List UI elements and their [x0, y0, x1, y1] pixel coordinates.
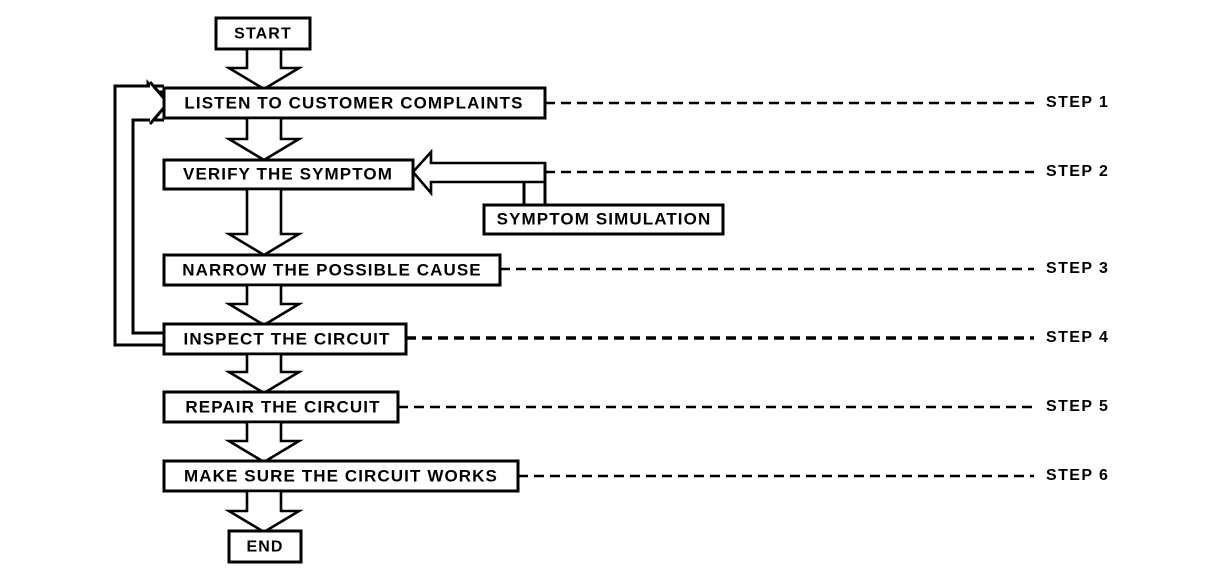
step-label-6: STEP 6: [1046, 467, 1109, 484]
block-arrow-repair-to-confirm: [224, 420, 304, 464]
block-arrow-start-to-listen: [224, 47, 304, 91]
start-box: [214, 16, 312, 51]
step-label-5: STEP 5: [1046, 398, 1109, 415]
block-arrow-verify-to-narrow: [224, 187, 304, 257]
terminator-start: START: [214, 16, 312, 51]
verify-box: [162, 158, 415, 191]
step-label-2: STEP 2: [1046, 163, 1109, 180]
process-verify: VERIFY THE SYMPTOM: [162, 158, 415, 191]
inspect-label: INSPECT THE CIRCUIT: [184, 329, 391, 348]
process-inspect: INSPECT THE CIRCUIT: [162, 322, 408, 356]
end-box: [227, 529, 303, 564]
narrow-box: [162, 253, 502, 287]
step-label-3: STEP 3: [1046, 260, 1109, 277]
symptom-simulation-box: [482, 203, 725, 236]
block-arrow-narrow-to-inspect: [224, 283, 304, 327]
confirm-label: MAKE SURE THE CIRCUIT WORKS: [184, 466, 498, 485]
block-arrow-inspect-to-repair: [224, 352, 304, 395]
inspect-box: [162, 322, 408, 356]
process-narrow: NARROW THE POSSIBLE CAUSE: [162, 253, 502, 287]
process-listen: LISTEN TO CUSTOMER COMPLAINTS: [162, 86, 547, 120]
step-label-1: STEP 1: [1046, 94, 1109, 111]
process-repair: REPAIR THE CIRCUIT: [162, 390, 400, 424]
block-arrow-confirm-to-end: [224, 489, 304, 534]
terminator-end: END: [227, 529, 303, 564]
narrow-label: NARROW THE POSSIBLE CAUSE: [182, 260, 482, 279]
start-label: START: [234, 26, 292, 43]
end-label: END: [246, 539, 283, 556]
aux-symptom-simulation: SYMPTOM SIMULATION: [482, 203, 725, 236]
process-confirm: MAKE SURE THE CIRCUIT WORKS: [162, 459, 520, 493]
verify-label: VERIFY THE SYMPTOM: [183, 164, 393, 183]
symptom-simulation-label: SYMPTOM SIMULATION: [497, 209, 712, 228]
feedback-loop-paths: [113, 81, 170, 347]
listen-label: LISTEN TO CUSTOMER COMPLAINTS: [184, 93, 523, 112]
block-arrow-listen-to-verify: [224, 116, 304, 162]
repair-label: REPAIR THE CIRCUIT: [185, 397, 380, 416]
step-label-4: STEP 4: [1046, 329, 1109, 346]
